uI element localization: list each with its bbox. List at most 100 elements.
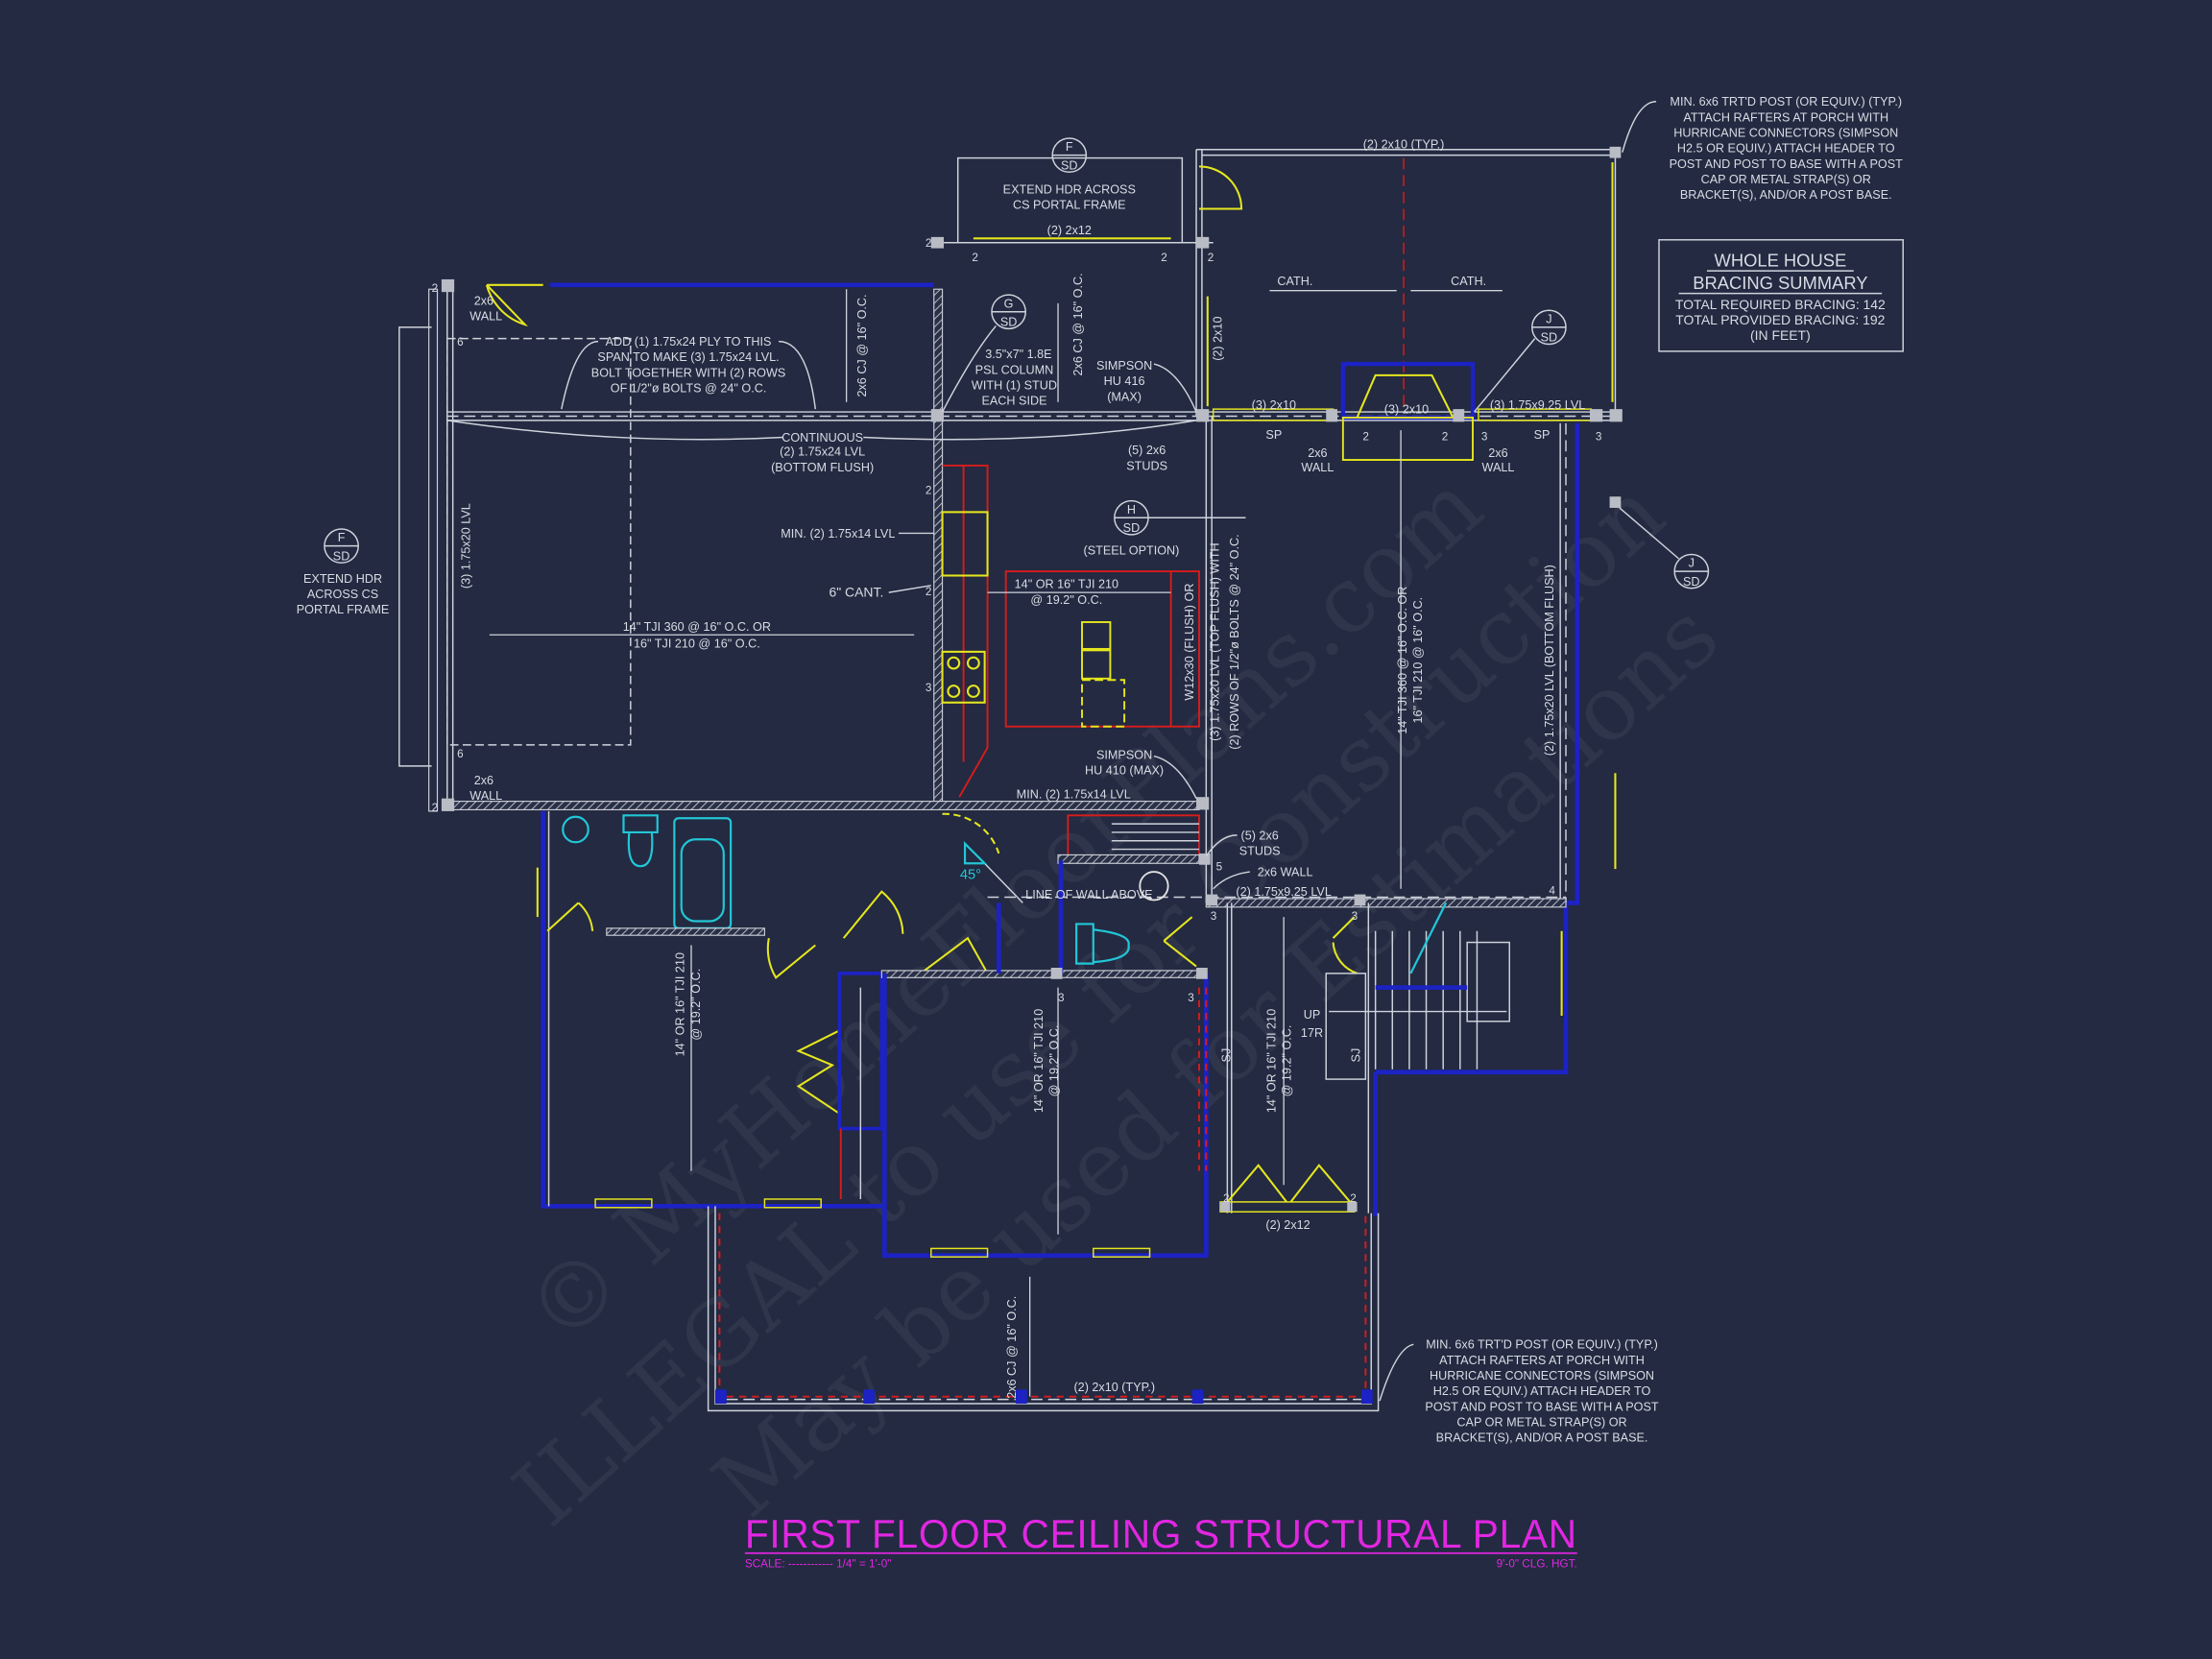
range xyxy=(941,650,986,704)
label: 2 xyxy=(1161,252,1167,264)
bracing-heading: BRACING SUMMARY xyxy=(1693,273,1867,293)
door-swing xyxy=(766,937,816,979)
island-outline xyxy=(1004,570,1200,728)
double-door xyxy=(1226,1164,1351,1203)
title-block: FIRST FLOOR CEILING STRUCTURAL PLAN SCAL… xyxy=(745,1511,1577,1570)
stair-arrow-icon xyxy=(1409,902,1448,974)
label: (BOTTOM FLUSH) xyxy=(771,461,874,474)
label: CATH. xyxy=(1277,275,1312,288)
label: (5) 2x6 xyxy=(1241,829,1279,842)
label: @ 19.2" O.C. xyxy=(689,969,703,1041)
label: MIN. (2) 1.75x14 LVL xyxy=(781,527,895,541)
floor-plan: 45° xyxy=(398,146,1623,1412)
label: SD xyxy=(1123,521,1141,535)
label: MIN. (2) 1.75x14 LVL xyxy=(1017,788,1131,802)
label: OF 1/2"ø BOLTS @ 24" O.C. xyxy=(611,381,767,395)
label: HU 410 (MAX) xyxy=(1085,764,1164,778)
porch-note-top: MIN. 6x6 TRT'D POST (OR EQUIV.) (TYP.) A… xyxy=(1622,95,1903,202)
angled-wall xyxy=(981,859,1023,903)
span-arrows xyxy=(489,289,1402,1397)
label: CAP OR METAL STRAP(S) OR xyxy=(1456,1416,1626,1430)
label: WITH (1) STUD xyxy=(972,379,1057,393)
label: 17R xyxy=(1301,1026,1323,1040)
sink-icon xyxy=(562,815,589,844)
label: 2x6 WALL xyxy=(1258,865,1313,878)
sink-icon xyxy=(1139,871,1169,902)
toilet-icon xyxy=(1075,923,1130,965)
lvl-beam-left xyxy=(428,288,439,812)
bracing-heading: WHOLE HOUSE xyxy=(1715,251,1847,271)
label: (3) 2x10 xyxy=(1384,403,1429,417)
label: F xyxy=(338,531,346,544)
label: (2) 2x10 (TYP.) xyxy=(1073,1381,1155,1394)
porch-beam-dashed xyxy=(718,1213,1367,1398)
label: 2 xyxy=(1350,1192,1357,1205)
door-swing xyxy=(1198,165,1243,210)
label: (3) 1.75x20 LVL xyxy=(459,503,472,589)
rear-porch-outline xyxy=(707,1206,1380,1412)
label: 14" OR 16" TJI 210 xyxy=(1264,1009,1278,1113)
label: (MAX) xyxy=(1107,390,1142,403)
portal-frame-bracket xyxy=(398,326,432,767)
label: 4 xyxy=(1549,885,1555,898)
label: (3) 2x10 xyxy=(1252,398,1296,412)
bracing-required: TOTAL REQUIRED BRACING: 142 xyxy=(1675,297,1886,312)
label: WALL xyxy=(469,789,502,803)
door-swing xyxy=(485,283,543,327)
door-swing xyxy=(1332,916,1358,974)
label: 6 xyxy=(457,336,464,349)
label: 2x6 CJ @ 16" O.C. xyxy=(1071,273,1085,375)
section-marker-f-left: F SD xyxy=(324,528,359,565)
window xyxy=(594,1198,653,1209)
label: 3 xyxy=(1211,910,1217,923)
section-marker-j-right: JSD xyxy=(1619,507,1710,589)
label: CATH. xyxy=(1451,275,1486,288)
label: 14" OR 16" TJI 210 xyxy=(1015,578,1118,591)
label: 2 xyxy=(432,802,439,814)
toilet-icon xyxy=(622,814,659,868)
label: 2x6 xyxy=(474,774,493,787)
label: @ 19.2" O.C. xyxy=(1280,1025,1293,1097)
label: 2x6 xyxy=(474,294,493,307)
door-swing xyxy=(546,902,594,932)
label: 3 xyxy=(1596,430,1602,443)
door-swing xyxy=(1163,916,1197,968)
label: HURRICANE CONNECTORS (SIMPSON xyxy=(1430,1369,1654,1382)
ceiling-height: 9'-0" CLG. HGT. xyxy=(1497,1557,1577,1570)
label: 14" TJI 360 @ 16" O.C. OR xyxy=(1396,587,1409,734)
powder-room-wall xyxy=(996,860,1064,974)
label: EACH SIDE xyxy=(981,395,1046,408)
plan-title: FIRST FLOOR CEILING STRUCTURAL PLAN xyxy=(745,1511,1577,1556)
island-sink xyxy=(1081,621,1112,650)
label: ACROSS CS xyxy=(307,588,378,601)
label: 3 xyxy=(1058,992,1065,1004)
sink xyxy=(941,511,989,577)
label: 2 xyxy=(1223,1192,1230,1205)
window xyxy=(930,1247,989,1258)
label: H xyxy=(1127,503,1136,517)
label: 2x6 xyxy=(1308,446,1327,460)
label: (2) 2x10 (TYP.) xyxy=(1363,137,1445,151)
label: 3 xyxy=(1188,992,1194,1004)
section-marker-j-upper: JSD xyxy=(1473,309,1567,413)
label: MIN. 6x6 TRT'D POST (OR EQUIV.) (TYP.) xyxy=(1426,1338,1658,1352)
bracing-unit: (IN FEET) xyxy=(1750,327,1811,343)
label: @ 19.2" O.C. xyxy=(1047,1025,1061,1097)
label: MIN. 6x6 TRT'D POST (OR EQUIV.) (TYP.) xyxy=(1670,95,1902,108)
section-marker-g: GSD xyxy=(941,294,1026,413)
label: SD xyxy=(333,549,350,563)
window xyxy=(763,1198,822,1209)
fireplace-icon xyxy=(1356,373,1455,419)
door-swing xyxy=(942,812,1000,854)
angle-label: 45° xyxy=(960,867,981,882)
label: 3.5"x7" 1.8E xyxy=(985,348,1051,361)
label: 3 xyxy=(1352,910,1358,923)
label: STUDS xyxy=(1239,844,1281,857)
label: 2 xyxy=(926,484,932,496)
label: PORTAL FRAME xyxy=(297,603,390,616)
framing-labels: EXTEND HDR ACROSS CS PORTAL FRAME (2) 2x… xyxy=(297,137,1586,1399)
label: 6" CANT. xyxy=(829,585,883,600)
label: (2) 1.75x9.25 LVL xyxy=(1236,885,1331,899)
label: CAP OR METAL STRAP(S) OR xyxy=(1701,173,1871,186)
